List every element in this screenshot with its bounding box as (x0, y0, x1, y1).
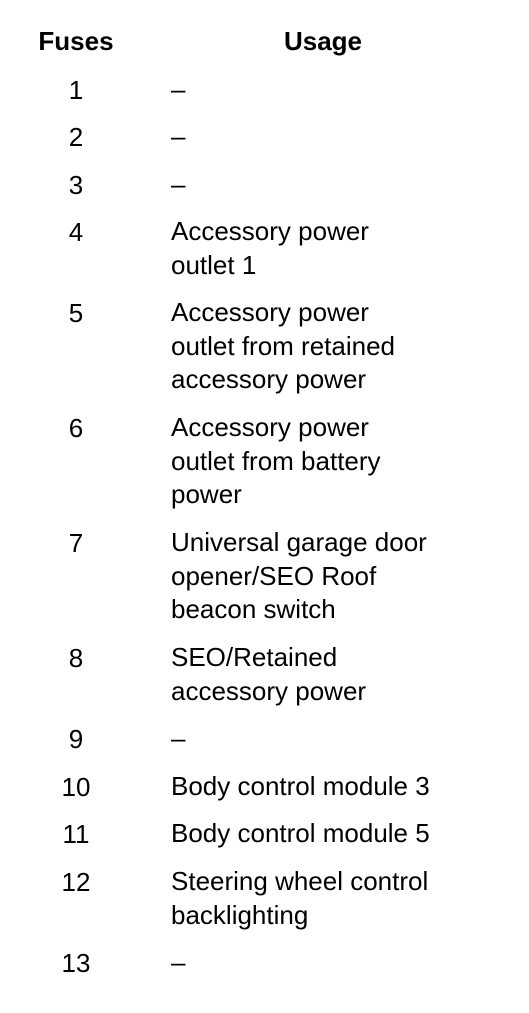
fuse-number: 12 (61, 867, 91, 897)
fuse-number: 2 (68, 122, 84, 152)
fuse-usage: Accessory power outlet 1 (171, 216, 369, 280)
fuse-usage: – (171, 121, 186, 151)
fuse-number: 4 (68, 217, 84, 247)
fuse-usage: Accessory power outlet from battery powe… (171, 412, 381, 509)
fuse-number: 6 (68, 413, 84, 443)
fuse-number: 10 (61, 772, 91, 802)
fuse-number: 1 (68, 75, 84, 105)
fuse-usage: – (171, 723, 186, 753)
fuse-usage: Universal garage door opener/SEO Roof be… (171, 527, 427, 624)
table-header-row: Fuses Usage (0, 22, 529, 62)
fuse-usage: Body control module 3 (171, 771, 430, 801)
fuse-number: 5 (68, 298, 84, 328)
fuse-usage: – (171, 169, 186, 199)
usage-column-header: Usage (283, 26, 363, 56)
fuse-number: 9 (68, 724, 84, 754)
fuse-usage: – (171, 947, 186, 977)
fuse-number: 8 (68, 643, 84, 673)
fuse-number: 3 (68, 170, 84, 200)
fuse-number: 7 (68, 528, 84, 558)
fuse-usage: SEO/Retained accessory power (171, 642, 367, 706)
fuse-number: 11 (62, 819, 90, 849)
fuse-usage: Steering wheel control backlighting (171, 866, 429, 930)
fuse-usage: Accessory power outlet from retained acc… (171, 297, 396, 394)
fuse-usage: – (171, 74, 186, 104)
fuses-column-header: Fuses (38, 26, 114, 56)
fuse-number: 13 (61, 948, 91, 978)
fuse-usage: Body control module 5 (171, 818, 430, 848)
